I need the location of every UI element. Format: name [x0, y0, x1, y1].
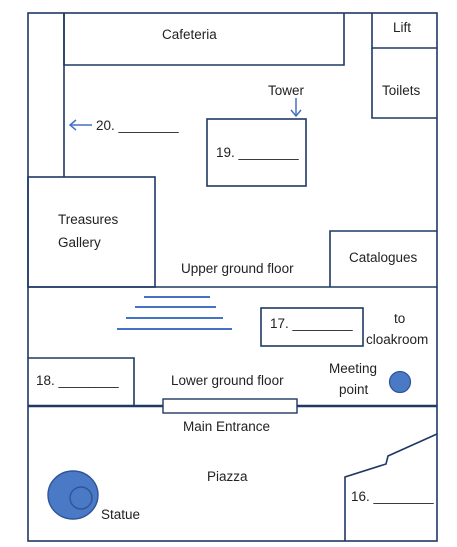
blank-19: 19. ________: [216, 145, 299, 160]
meeting-label: Meeting: [329, 361, 378, 376]
tower-room-outline: [206, 118, 307, 187]
down-arrow-icon: [290, 98, 302, 118]
left-arrow-icon: [68, 119, 92, 131]
room-16-outline: [344, 433, 438, 541]
main-entrance-label: Main Entrance: [183, 419, 271, 434]
main-entrance-door: [162, 398, 298, 414]
statue-label: Statue: [101, 507, 141, 522]
cafeteria-outline: [63, 13, 345, 66]
catalogues-outline: [329, 230, 437, 287]
toilets-label: Toilets: [382, 83, 421, 98]
room-18-outline: [28, 357, 135, 406]
room-17-outline: [260, 307, 364, 347]
statue-icon: [47, 470, 99, 520]
gallery-label: Gallery: [58, 235, 101, 250]
upper-ground-floor-label: Upper ground floor: [181, 261, 294, 276]
toilets-outline: [371, 48, 437, 119]
stairs-icon: [117, 296, 232, 330]
blank-18: 18. ________: [36, 373, 119, 388]
piazza-label: Piazza: [207, 469, 248, 484]
blank-20: 20. ________: [96, 118, 179, 133]
meeting-point-icon: [388, 370, 412, 394]
tower-label: Tower: [268, 83, 305, 98]
blank-17: 17. ________: [270, 316, 353, 331]
catalogues-label: Catalogues: [349, 250, 418, 265]
lower-ground-floor-label: Lower ground floor: [171, 373, 284, 388]
point-label: point: [339, 382, 369, 397]
to-label: to: [394, 311, 406, 326]
cafeteria-label: Cafeteria: [162, 27, 217, 42]
lift-label: Lift: [393, 20, 412, 35]
treasures-label: Treasures: [58, 212, 119, 227]
treasures-gallery-outline: [27, 176, 156, 288]
cloakroom-label: cloakroom: [366, 332, 429, 347]
blank-16: 16. ________: [351, 489, 434, 504]
